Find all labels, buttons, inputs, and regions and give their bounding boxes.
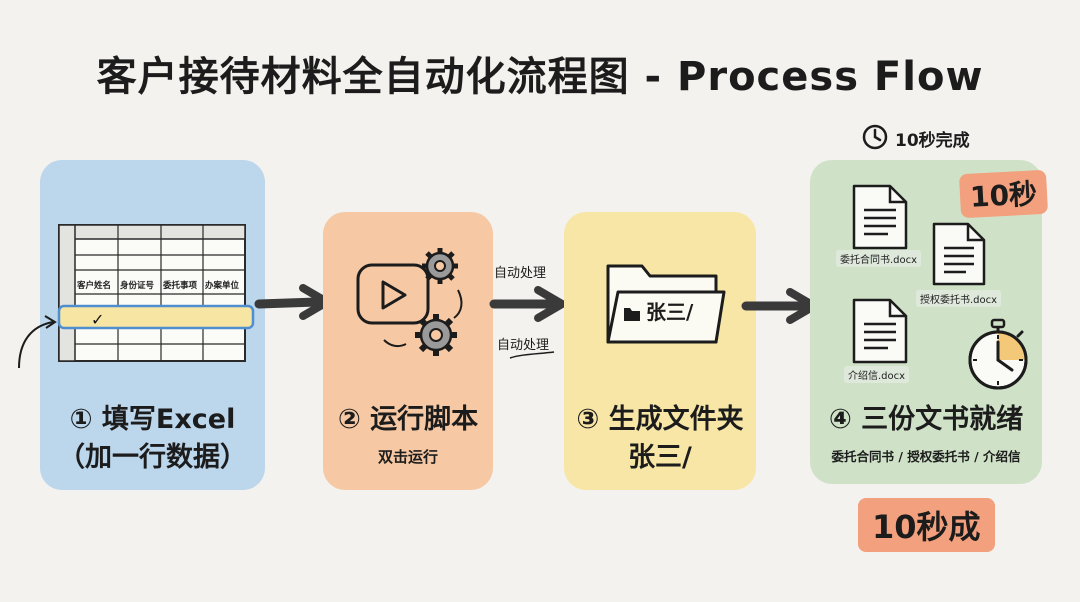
step-3-card <box>564 212 756 490</box>
checkmark-icon: ✓ <box>91 310 104 329</box>
step-1-sublabel: （加一行数据） <box>58 442 247 473</box>
step-3-sublabel: 张三/ <box>628 442 692 473</box>
badge-10s: 10秒 <box>958 169 1049 219</box>
document-icon-2 <box>932 222 986 286</box>
sheet-header-4: 办案单位 <box>205 281 240 291</box>
flow-arrow-2 <box>489 286 566 322</box>
file-label-2: 授权委托书.docx <box>916 290 1002 307</box>
folder-label: 张三/ <box>646 300 694 324</box>
step-3-label: ③ 生成文件夹 <box>576 404 744 435</box>
step-2-card <box>323 212 493 490</box>
timer-caption: 10秒完成 <box>895 131 970 151</box>
sheet-header-1: 客户姓名 <box>77 281 112 291</box>
squiggle-decoration <box>509 351 555 359</box>
clock-icon <box>862 124 888 150</box>
flow-label-2: 自动处理 <box>497 338 550 353</box>
spreadsheet-icon: ✓ <box>57 224 255 362</box>
folder-icon <box>606 264 726 344</box>
stopwatch-icon <box>968 318 1028 390</box>
file-label-3: 介绍信.docx <box>844 366 910 383</box>
page-title: 客户接待材料全自动化流程图 - Process Flow <box>96 54 984 100</box>
step-4-label: ④ 三份文书就绪 <box>828 404 1024 435</box>
curved-arrow-icon <box>18 315 57 369</box>
step-2-label: ② 运行脚本 <box>337 404 479 435</box>
document-icon-1 <box>852 184 908 250</box>
document-icon-3 <box>852 298 908 364</box>
badge-10s-done: 10秒成 <box>858 498 995 552</box>
step-2-subtitle: 双击运行 <box>377 448 438 466</box>
step-4-subtitle: 委托合同书 / 授权委托书 / 介绍信 <box>831 449 1021 464</box>
step-1-label: ① 填写Excel <box>69 404 236 435</box>
sheet-header-2: 身份证号 <box>120 281 155 291</box>
sheet-header-3: 委托事项 <box>163 281 198 291</box>
script-run-icon <box>356 248 463 356</box>
flow-label-1: 自动处理 <box>494 266 547 281</box>
file-label-1: 委托合同书.docx <box>836 250 922 267</box>
